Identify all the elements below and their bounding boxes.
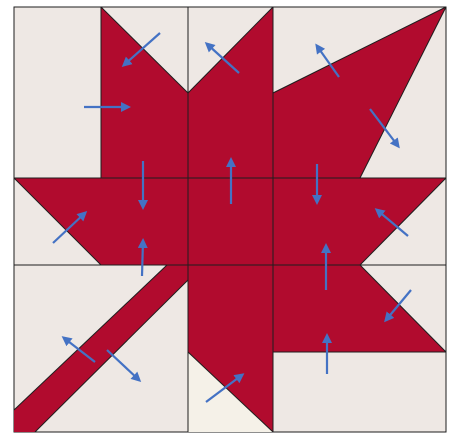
arrow-icon <box>142 241 143 276</box>
